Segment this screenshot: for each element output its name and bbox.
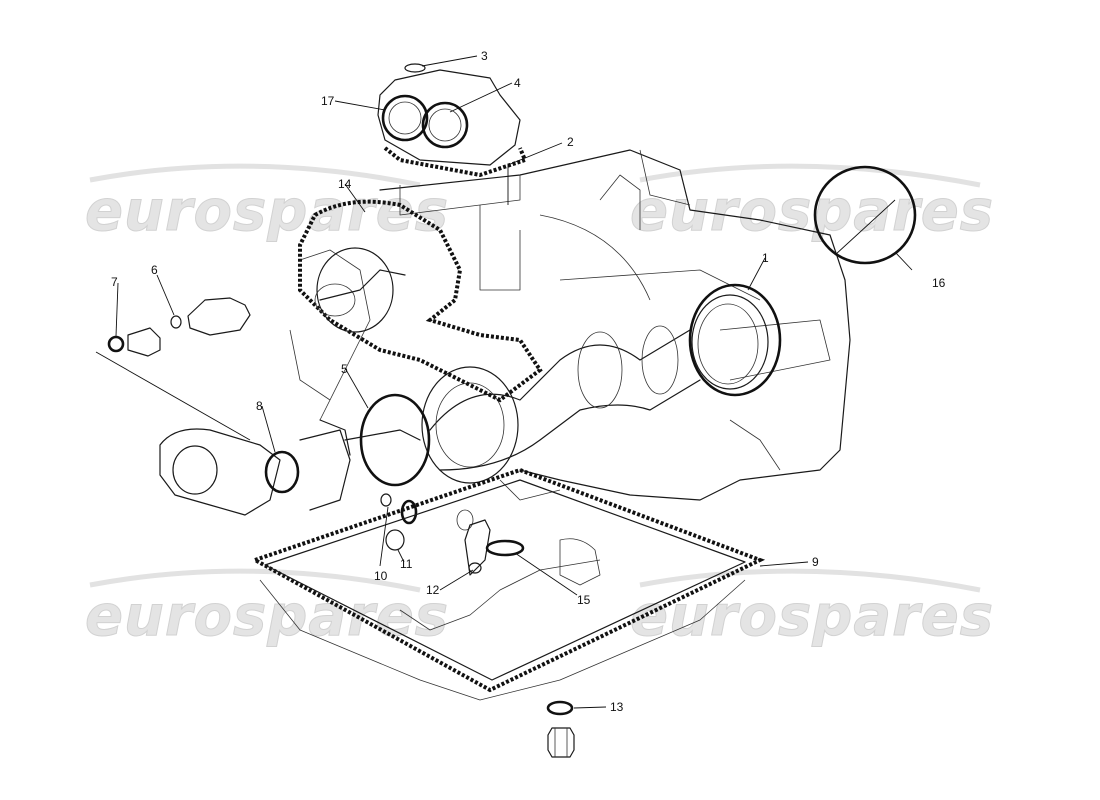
engine-block [289, 149, 851, 501]
drain-washer [546, 700, 574, 716]
o-ring-10 [380, 493, 392, 507]
watermark-swoosh [89, 568, 421, 593]
top-cover-assembly [377, 63, 528, 178]
callout-5: 5 [341, 362, 348, 376]
drain-plug-bolt [547, 727, 575, 758]
callout-6: 6 [151, 263, 158, 277]
callout-4: 4 [514, 76, 521, 90]
front-accessories [159, 419, 351, 516]
callout-3: 3 [481, 49, 488, 63]
callout-9: 9 [812, 555, 819, 569]
callout-10: 10 [374, 569, 388, 583]
watermark-bottom-right: eurospares [630, 584, 994, 649]
callout-1: 1 [762, 251, 769, 265]
sensor-gasket-15 [485, 539, 525, 557]
front-cover-gasket [298, 199, 543, 403]
pressure-sender [187, 297, 251, 336]
watermark-swoosh [89, 163, 421, 188]
watermark-top-right: eurospares [630, 179, 994, 244]
watermark-swoosh [639, 163, 981, 188]
o-ring-11b [400, 499, 418, 525]
large-o-ring [813, 165, 917, 265]
sensor-seal-12 [468, 562, 482, 574]
shaft-nose [344, 429, 421, 441]
leader-lines [115, 55, 913, 709]
watermark-bottom-left: eurospares [85, 584, 449, 649]
o-ring-11 [385, 529, 405, 551]
sensor-parts [95, 297, 251, 441]
callout-12: 12 [426, 583, 440, 597]
callout-2: 2 [567, 135, 574, 149]
oil-level-sensor [464, 519, 525, 576]
rear-oil-seal [688, 283, 782, 397]
watermark-swoosh [639, 568, 981, 593]
callout-13: 13 [610, 700, 624, 714]
o-ring-5 [359, 393, 431, 487]
callout-8: 8 [256, 399, 263, 413]
sensor-washer [107, 335, 125, 353]
callout-7: 7 [111, 275, 118, 289]
callout-labels: 1 2 3 4 5 6 7 8 9 10 11 12 13 14 15 16 1… [111, 49, 946, 714]
watermark-group: eurospares eurospares eurospares eurospa… [85, 163, 994, 650]
front-oil-seal [264, 450, 300, 494]
callout-14: 14 [338, 177, 352, 191]
oil-pan [250, 467, 766, 701]
sensor-o-ring [170, 315, 182, 329]
callout-17: 17 [321, 94, 335, 108]
drain-plug [546, 700, 575, 758]
callout-16: 16 [932, 276, 946, 290]
callout-11: 11 [400, 557, 413, 571]
callout-15: 15 [577, 593, 591, 607]
small-o-ring-top [404, 63, 426, 73]
sensor-adapter [127, 327, 161, 357]
